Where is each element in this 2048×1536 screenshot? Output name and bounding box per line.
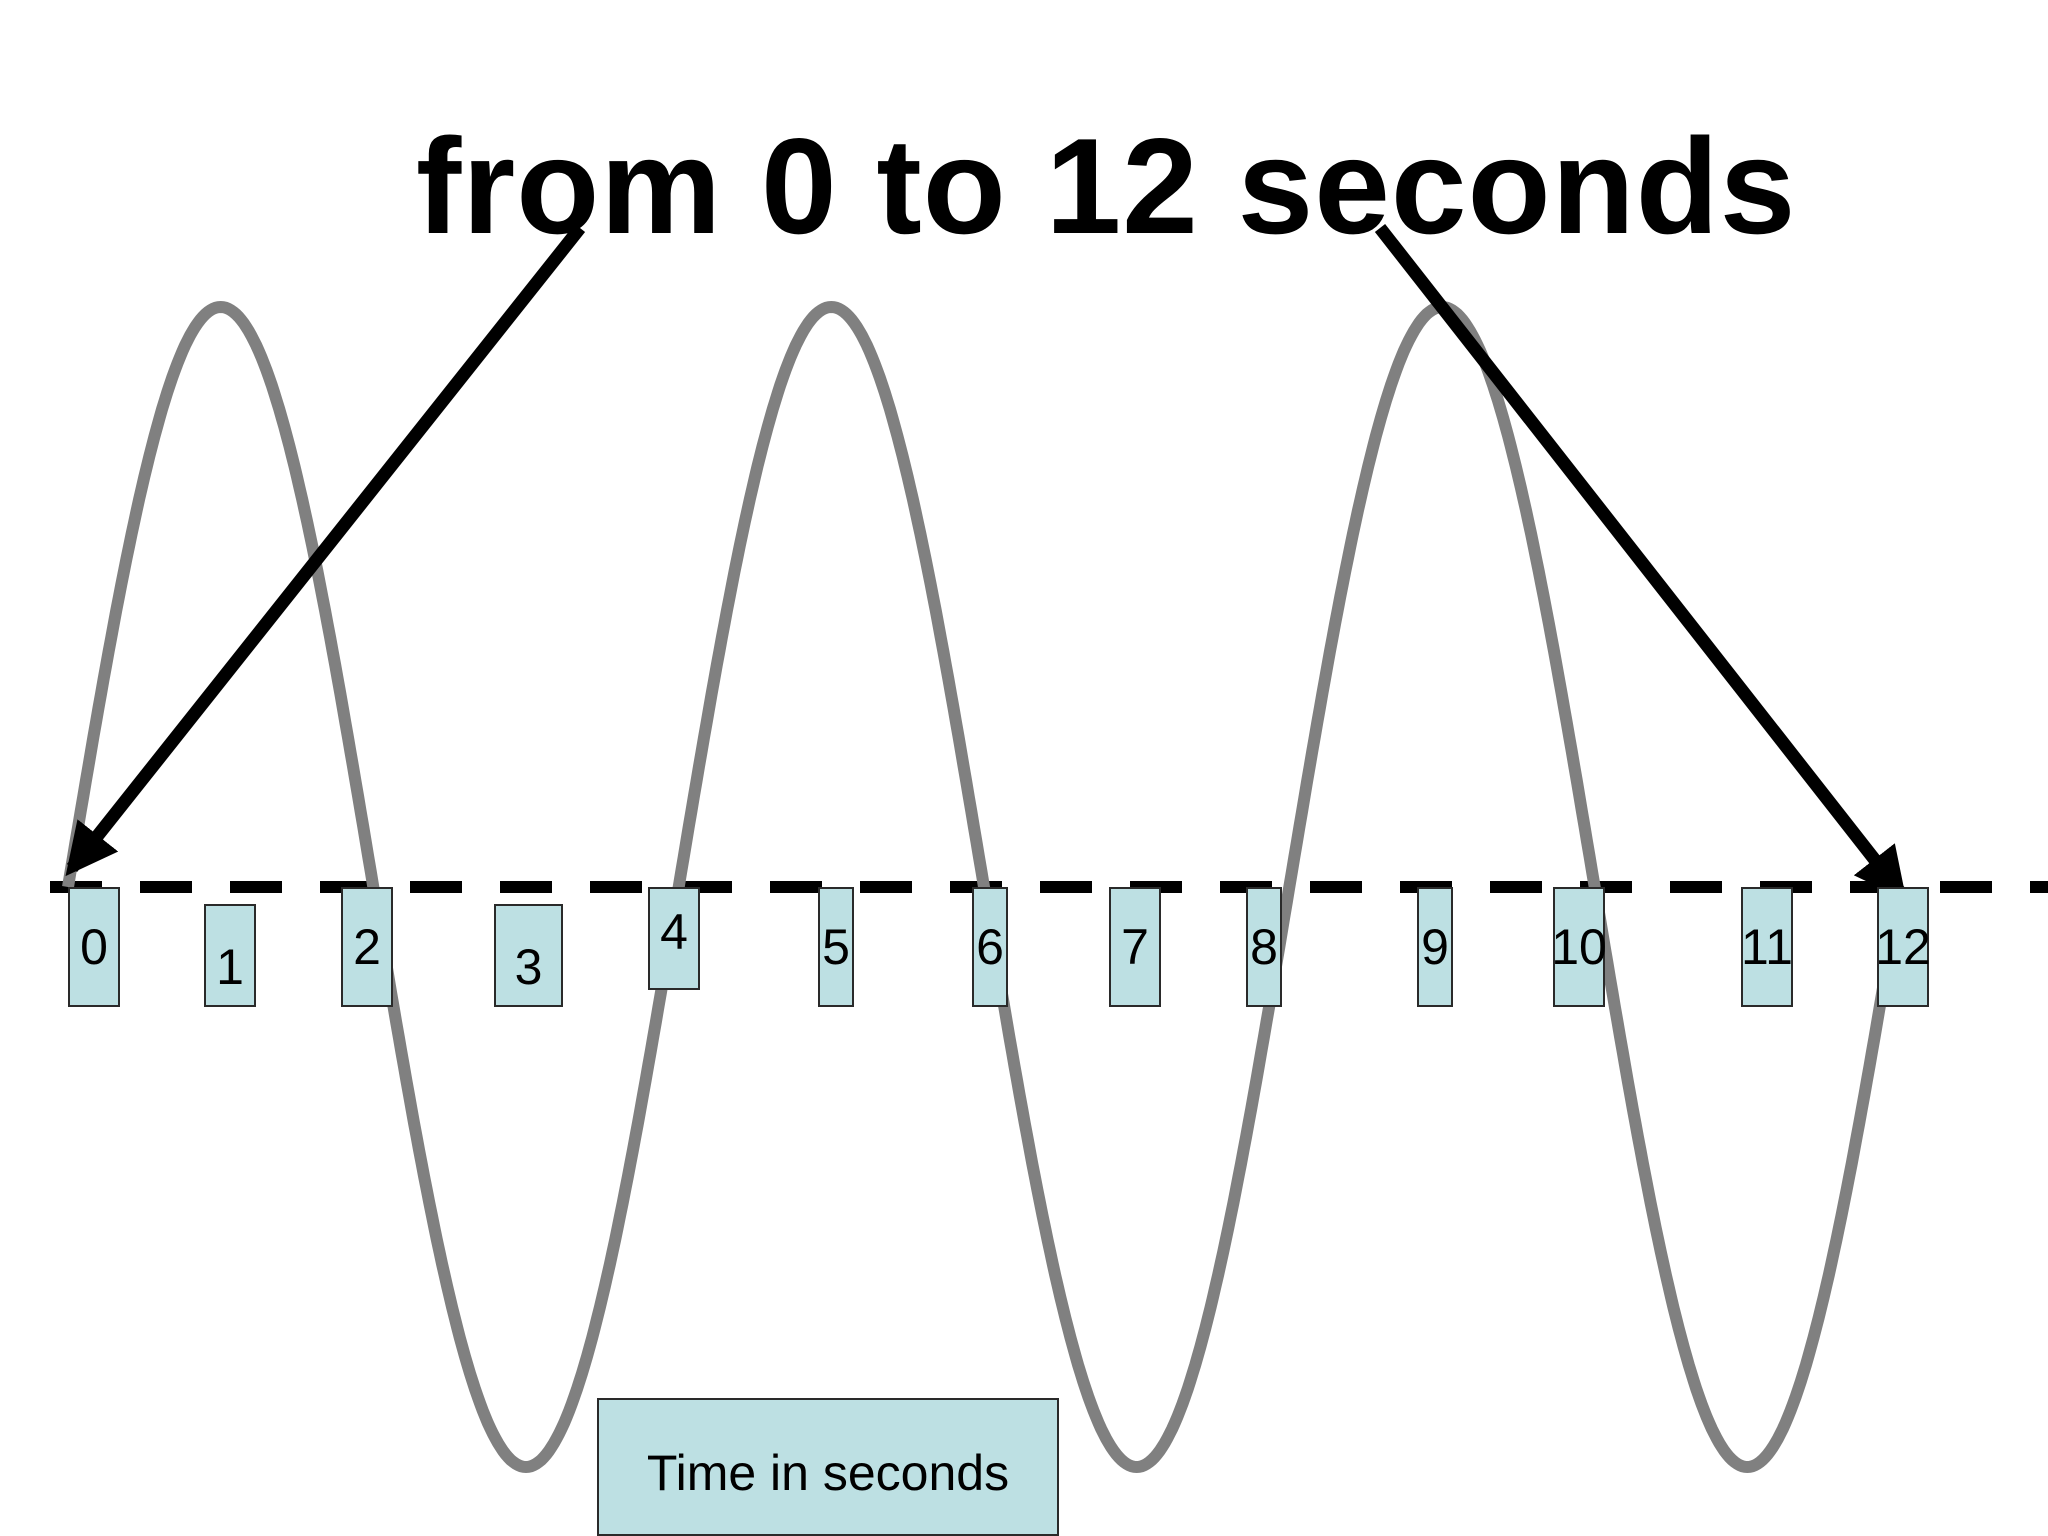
time-label-3: 3 — [494, 904, 563, 1007]
time-axis-caption: Time in seconds — [597, 1398, 1059, 1536]
time-label-12: 12 — [1875, 887, 1931, 1007]
time-label-4: 4 — [648, 887, 700, 990]
time-label-10: 10 — [1551, 887, 1607, 1007]
time-label-7: 7 — [1109, 887, 1161, 1007]
time-label-2: 2 — [341, 887, 393, 1007]
diagram-heading: from 0 to 12 seconds — [416, 110, 1797, 262]
time-label-6: 6 — [972, 887, 1008, 1007]
time-label-8: 8 — [1246, 887, 1282, 1007]
time-label-11: 11 — [1741, 887, 1793, 1007]
time-label-1: 1 — [204, 904, 256, 1007]
time-label-5: 5 — [818, 887, 854, 1007]
time-label-9: 9 — [1417, 887, 1453, 1007]
arrow-to-end — [1374, 223, 1907, 901]
arrow-to-start — [65, 223, 586, 877]
time-label-0: 0 — [68, 887, 120, 1007]
